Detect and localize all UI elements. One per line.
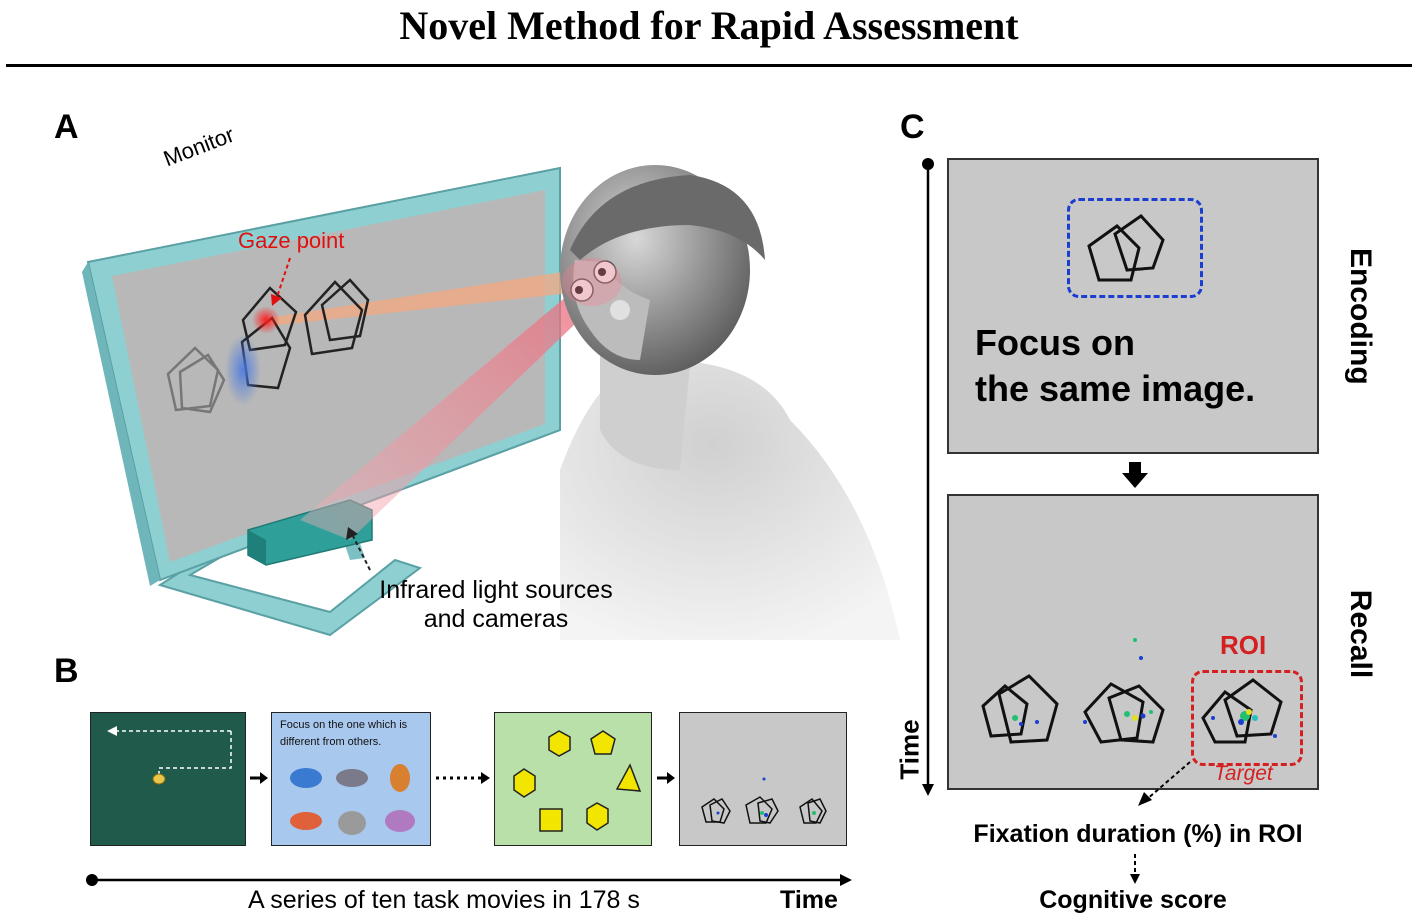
roi-box: [1191, 670, 1303, 766]
encoding-label: Encoding: [1344, 248, 1377, 385]
square-shape: [539, 808, 563, 832]
recall-label: Recall: [1344, 589, 1377, 679]
arrow-2: [657, 772, 675, 784]
task-movie-tile-1: [90, 712, 246, 846]
panel-b-letter: B: [54, 652, 79, 690]
fish-icon: [336, 769, 368, 787]
panel-a-letter: A: [54, 108, 79, 146]
timeline-axis: [86, 874, 852, 886]
encoding-line1: Focus on: [975, 322, 1135, 363]
monitor: [82, 166, 561, 586]
tile-3-shapes: [513, 730, 642, 832]
person-figure: [560, 165, 900, 640]
time-axis-label: Time: [894, 719, 925, 780]
kettle-icon: [338, 811, 366, 835]
camera-label: Infrared light sources and cameras: [366, 576, 626, 634]
tile-2-fish-icons: [290, 764, 415, 835]
tile-4-pentagons: [701, 777, 827, 824]
cognitive-score-label: Cognitive score: [1039, 886, 1227, 914]
pentagon-shape: [590, 730, 616, 755]
screen-pentagon: [178, 353, 226, 414]
gaze-beam: [268, 270, 580, 326]
roi-label: ROI: [1220, 630, 1267, 660]
fish-icon: [290, 812, 322, 830]
title-divider: [6, 64, 1412, 67]
tile-2-line2: different from others.: [280, 736, 382, 748]
panel-a-illustration: [82, 165, 900, 640]
gaze-point-marker: [252, 306, 280, 334]
camera-label-line2: and cameras: [423, 605, 569, 633]
encoding-line2: the same image.: [975, 368, 1256, 409]
hexagon-shape: [548, 730, 571, 757]
left-pupil: [598, 268, 606, 276]
dotted-arrow: [436, 772, 490, 784]
gaze-trail: [225, 334, 261, 406]
screen-pentagon: [320, 278, 370, 342]
time-axis-vertical: [922, 158, 934, 796]
encoding-instruction: Focus on the same image.: [975, 320, 1255, 412]
gaze-arrow: [275, 257, 291, 301]
encoding-to-recall-arrow: [1122, 462, 1148, 488]
roi-to-fixation-arrow: [1138, 761, 1191, 806]
recall-screen: [947, 494, 1319, 790]
fish-icon: [385, 810, 415, 832]
encoding-region-box: [1067, 198, 1203, 298]
eye-glow: [562, 258, 622, 306]
arrow-1: [250, 772, 268, 784]
encoding-screen: Focus on the same image.: [947, 158, 1319, 454]
gaze-arrowhead: [271, 294, 282, 306]
fixation-to-score-arrow: [1130, 854, 1140, 884]
tile-2-line1: Focus on the one which is: [280, 719, 408, 731]
hexagon-shape: [586, 802, 609, 831]
fish-icon: [290, 768, 322, 788]
timeline-time-label: Time: [780, 886, 838, 914]
tile-1-drawing: [107, 726, 232, 785]
hexagon-shape: [513, 768, 536, 798]
task-movie-tile-2: Focus on the one which is different from…: [271, 712, 431, 846]
fixation-duration-label: Fixation duration (%) in ROI: [973, 820, 1303, 848]
screen-pentagon: [166, 346, 220, 412]
camera-label-line1: Infrared light sources: [379, 576, 613, 604]
infrared-beam: [300, 285, 600, 540]
task-movie-tile-3: [494, 712, 652, 846]
screen-pentagon: [303, 280, 364, 356]
fish-icon: [390, 764, 410, 792]
panel-c-letter: C: [900, 108, 925, 146]
camera-arrowhead: [346, 527, 358, 540]
task-movie-tile-4: [679, 712, 847, 846]
target-label: Target: [1214, 762, 1273, 785]
timeline-caption: A series of ten task movies in 178 s: [248, 886, 640, 914]
fixation-dots: [1012, 638, 1277, 738]
encoding-pentagons: [1087, 214, 1165, 282]
gaze-point-label: Gaze point: [238, 228, 345, 253]
triangle-shape: [615, 763, 642, 792]
page-title: Novel Method for Rapid Assessment: [399, 3, 1019, 48]
tile-2-instruction: Focus on the one which is different from…: [280, 717, 407, 751]
right-pupil: [575, 286, 583, 294]
recall-pentagons: [981, 638, 1283, 744]
